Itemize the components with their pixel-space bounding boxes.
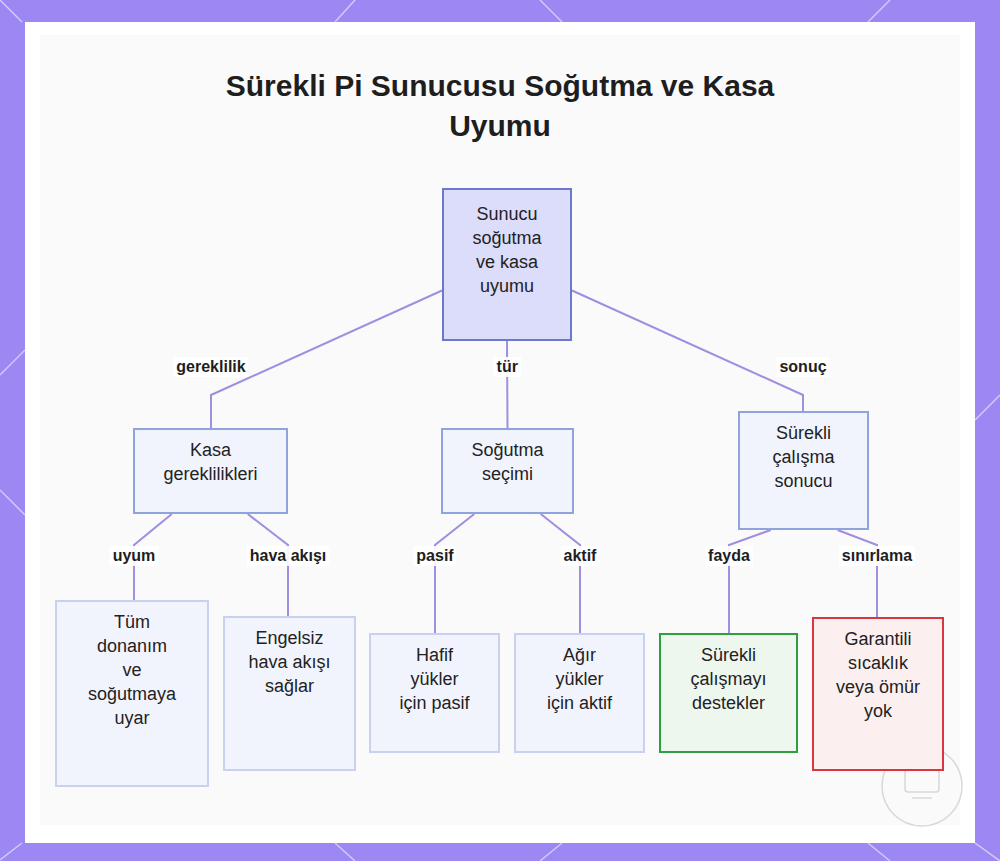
edge-label: uyum [110,546,159,566]
edge-label: hava akışı [247,546,330,566]
edge-label: fayda [705,546,753,566]
edge-label: pasif [413,546,456,566]
panel [25,22,975,843]
concept-box: Tüm donanım ve soğutmaya uyar [55,600,209,787]
concept-box: Sürekli çalışma sonucu [738,411,869,530]
concept-box: Garantili sıcaklık veya ömür yok [812,617,944,771]
connector-line [572,291,803,411]
box-text: Soğutma seçimi [459,438,556,486]
connector-line [435,514,474,633]
blurred-backdrop [40,35,960,825]
box-text: Engelsiz hava akışı sağlar [237,626,342,698]
box-text: Ağır yükler için aktif [540,643,619,715]
concept-box: Kasa gereklilikleri [133,428,288,514]
concept-box: Sürekli çalışmayı destekler [659,633,798,753]
box-text: Kasa gereklilikleri [153,438,268,486]
diagram-title: Sürekli Pi Sunucusu Soğutma ve Kasa Uyum… [180,66,820,146]
connector-line [506,341,509,428]
concept-box: Soğutma seçimi [441,428,574,514]
concept-box: Hafif yükler için pasif [369,633,500,753]
concept-box: Sunucu soğutma ve kasa uyumu [442,188,572,341]
connector-line [541,514,580,633]
edge-label: tür [494,357,521,377]
connector-line [838,530,877,617]
box-text: Tüm donanım ve soğutmaya uyar [87,610,177,730]
concept-box: Engelsiz hava akışı sağlar [223,616,356,771]
edge-label: aktif [561,546,600,566]
edge-label: sonuç [776,357,829,377]
edge-label: gereklilik [173,357,248,377]
box-text: Garantili sıcaklık veya ömür yok [832,627,924,723]
box-text: Hafif yükler için pasif [395,643,474,715]
box-text: Sürekli çalışmayı destekler [675,643,782,715]
box-text: Sürekli çalışma sonucu [755,421,852,493]
edge-label: sınırlama [839,546,915,566]
concept-box: Ağır yükler için aktif [514,633,645,753]
box-text: Sunucu soğutma ve kasa uyumu [462,202,552,298]
